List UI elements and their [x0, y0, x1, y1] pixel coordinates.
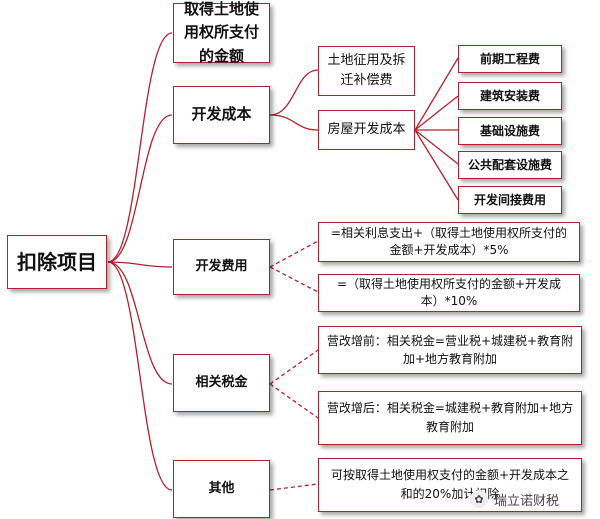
branch-other: 其他 [173, 460, 270, 518]
branch-label: 其他 [208, 480, 235, 496]
tax-text: 营改增后：相关税金=城建税+教育附加+地方教育附加 [326, 401, 574, 434]
formula-ten-percent: =（取得土地使用权所支付的金额+开发成本）*10% [318, 274, 580, 312]
node-preliminary-engineering: 前期工程费 [458, 45, 562, 73]
connector [107, 261, 173, 385]
connector [107, 261, 173, 491]
node-label: 房屋开发成本 [327, 121, 406, 137]
node-label: 公共配套设施费 [467, 157, 552, 172]
node-label: 前期工程费 [479, 51, 540, 66]
connector [269, 349, 319, 385]
branch-land-cost: 取得土地使用权所支付的金额 [173, 0, 270, 65]
connector [414, 57, 459, 131]
connector [269, 483, 319, 491]
connector [414, 129, 459, 201]
connector [107, 114, 173, 263]
connector [269, 383, 319, 419]
tax-after-vat-reform: 营改增后：相关税金=城建税+教育附加+地方教育附加 [318, 391, 582, 445]
node-indirect-costs: 开发间接费用 [458, 186, 562, 214]
branch-dev-expenses: 开发费用 [173, 239, 270, 295]
formula-text: =相关利息支出+（取得土地使用权所支付的金额+开发成本）*5% [330, 225, 568, 257]
watermark-text: 瑞立诺财税 [494, 493, 560, 509]
node-label: 建筑安装费 [479, 88, 540, 103]
branch-label: 开发成本 [191, 105, 252, 124]
connector [269, 240, 319, 268]
branch-label: 相关税金 [195, 374, 248, 390]
branch-label: 开发费用 [195, 258, 248, 274]
root-node: 扣除项目 [7, 235, 107, 289]
node-label: 土地征用及拆迁补偿费 [327, 52, 406, 88]
watermark: ✿ 瑞立诺财税 [470, 484, 598, 514]
tax-text: 营改增前：相关税金=营业税+城建税+教育附加+地方教育附加 [326, 334, 574, 366]
branch-label: 取得土地使用权所支付的金额 [183, 0, 259, 65]
connector [107, 261, 173, 268]
node-building-cost: 房屋开发成本 [318, 110, 415, 150]
node-infrastructure: 基础设施费 [458, 117, 562, 145]
tax-before-vat-reform: 营改增前：相关税金=营业税+城建税+教育附加+地方教育附加 [318, 326, 582, 374]
connector [414, 129, 459, 165]
node-land-compensation: 土地征用及拆迁补偿费 [318, 46, 415, 96]
connector [107, 32, 173, 263]
formula-interest: =相关利息支出+（取得土地使用权所支付的金额+开发成本）*5% [318, 222, 580, 262]
connector [414, 95, 459, 131]
node-public-facilities: 公共配套设施费 [458, 151, 562, 179]
node-construction-installation: 建筑安装费 [458, 82, 562, 110]
connector [269, 266, 319, 293]
node-label: 开发间接费用 [473, 192, 546, 207]
connector [269, 114, 319, 131]
node-label: 基础设施费 [479, 123, 540, 138]
root-label: 扣除项目 [17, 249, 97, 274]
connector [269, 69, 319, 116]
formula-text: =（取得土地使用权所支付的金额+开发成本）*10% [336, 276, 562, 308]
branch-dev-cost: 开发成本 [173, 86, 270, 144]
wechat-icon: ✿ [470, 490, 488, 508]
branch-taxes: 相关税金 [173, 354, 270, 412]
